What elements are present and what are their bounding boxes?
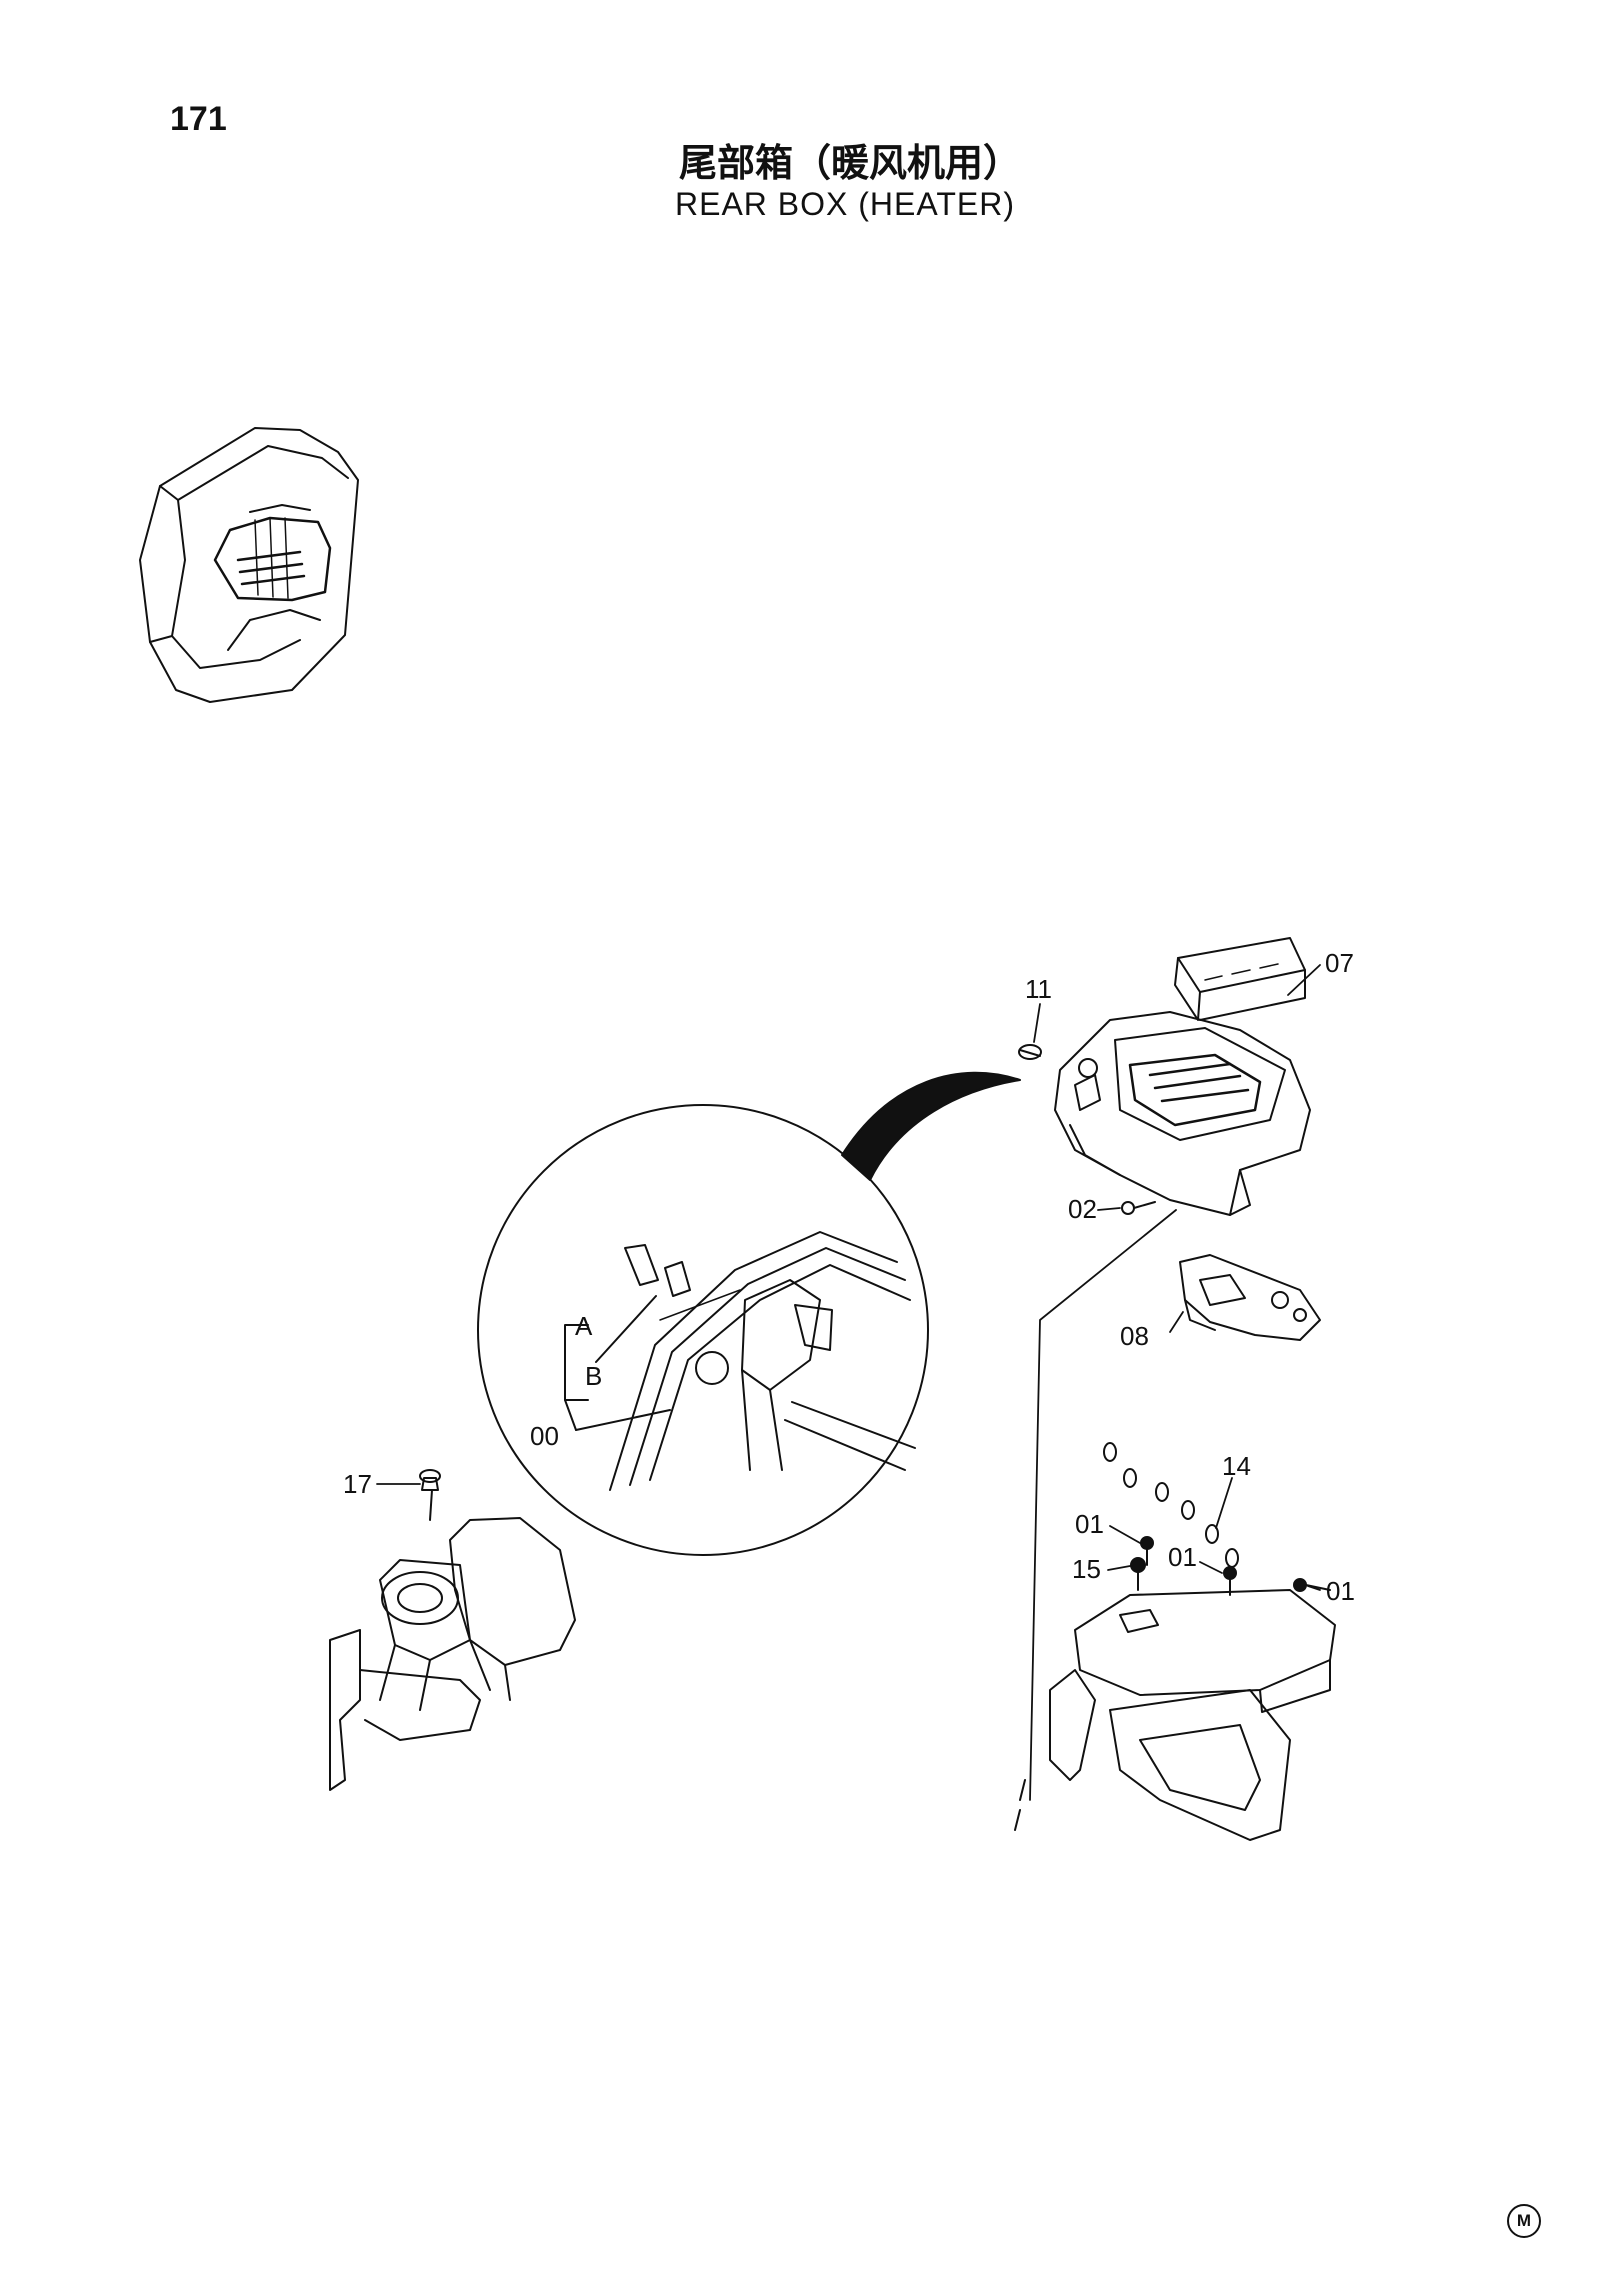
part-11-cap bbox=[1018, 1044, 1042, 1060]
callout-00: 00 bbox=[530, 1421, 559, 1451]
callout-01-right: 01 bbox=[1326, 1576, 1355, 1606]
leader-lines bbox=[376, 964, 1321, 1801]
title-chinese: 尾部箱（暖风机用） bbox=[678, 141, 1021, 185]
callout-14: 14 bbox=[1222, 1451, 1251, 1481]
machine-overview-illustration bbox=[139, 427, 359, 703]
manufacturer-mark: M bbox=[1507, 2204, 1541, 2238]
callout-07: 07 bbox=[1325, 948, 1354, 978]
floor-plate-illustration bbox=[1014, 1589, 1336, 1841]
title-english: REAR BOX (HEATER) bbox=[675, 186, 1015, 222]
part-08-duct bbox=[1179, 1254, 1321, 1341]
callout-B: B bbox=[585, 1361, 602, 1391]
callout-02: 02 bbox=[1068, 1194, 1097, 1224]
callout-01-left: 01 bbox=[1075, 1509, 1104, 1539]
callout-15: 15 bbox=[1072, 1554, 1101, 1584]
heater-unit-illustration bbox=[329, 1469, 576, 1791]
clip-hardware bbox=[1103, 1442, 1239, 1568]
rear-box-illustration bbox=[1054, 937, 1311, 1216]
callout-11: 11 bbox=[1025, 974, 1052, 1004]
callout-A: A bbox=[575, 1311, 593, 1341]
bolt-hardware bbox=[1130, 1536, 1307, 1592]
detail-view-circle bbox=[477, 1071, 1021, 1556]
callout-01-middle: 01 bbox=[1168, 1542, 1197, 1572]
callout-17: 17 bbox=[343, 1469, 372, 1499]
page-number: 171 bbox=[170, 100, 227, 138]
part-02-screw bbox=[1121, 1201, 1156, 1215]
callout-08: 08 bbox=[1120, 1321, 1149, 1351]
